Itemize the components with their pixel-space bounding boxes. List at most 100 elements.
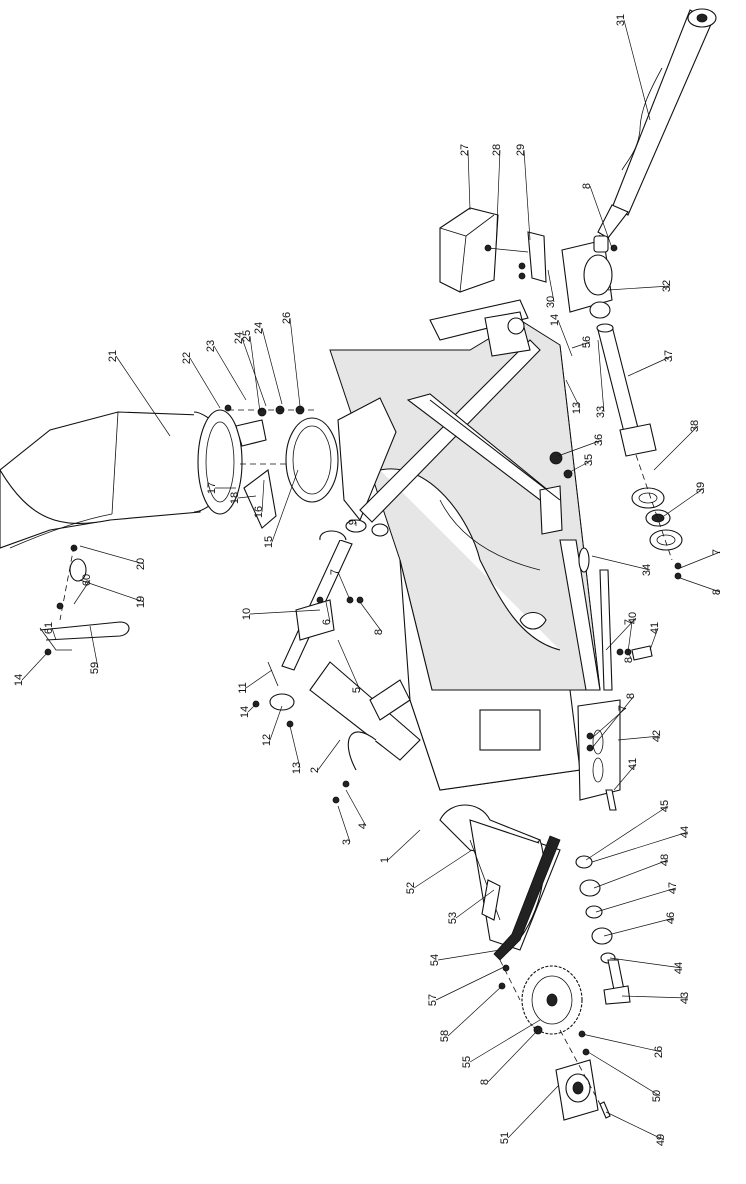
leader-line	[271, 469, 299, 543]
leader-line	[523, 149, 531, 241]
callout-18: 18	[229, 492, 257, 504]
callout-3: 3	[337, 805, 353, 845]
callout-number: 50	[651, 1090, 663, 1102]
callout-number: 8	[479, 1079, 491, 1085]
callout-number: 45	[659, 800, 671, 812]
callout-59: 59	[89, 625, 101, 674]
callout-number: 15	[263, 536, 275, 548]
leader-line	[591, 831, 689, 863]
callout-41: 41	[613, 758, 639, 791]
leader-line	[649, 627, 659, 651]
leader-line	[261, 479, 265, 513]
callout-number: 6	[321, 619, 333, 625]
callout-9: 9	[347, 519, 359, 526]
callout-number: 16	[253, 506, 265, 518]
drive-shaft	[596, 323, 657, 457]
callout-60: 60	[73, 574, 93, 605]
callout-7: 7	[329, 569, 351, 601]
left-skid	[309, 661, 421, 804]
leader-line	[591, 555, 651, 571]
leader-line	[317, 739, 341, 771]
leader-line	[189, 357, 221, 409]
leader-line	[557, 439, 603, 457]
callout-24: 24	[233, 332, 267, 407]
callout-number: 48	[659, 854, 671, 866]
leader-line	[467, 149, 471, 211]
callout-number: 34	[641, 564, 653, 576]
callout-28: 28	[491, 144, 503, 249]
leader-line	[241, 337, 267, 407]
leader-line	[21, 651, 49, 681]
callout-number: 8	[581, 183, 593, 189]
leader-line	[447, 985, 503, 1037]
callout-number: 14	[549, 314, 561, 326]
callout-number: 51	[499, 1132, 511, 1144]
callout-10: 10	[241, 608, 321, 620]
callout-number: 11	[237, 682, 249, 693]
leader-line	[437, 949, 501, 961]
callout-number: 4	[357, 823, 369, 829]
callout-30: 30	[545, 269, 557, 308]
callout-23: 23	[205, 340, 247, 401]
callout-number: 25	[241, 330, 253, 342]
callout-number: 13	[571, 402, 583, 414]
main-housing	[329, 319, 601, 791]
leader-line	[585, 805, 669, 861]
callout-number: 3	[341, 839, 353, 845]
callout-32: 32	[607, 280, 673, 292]
callout-29: 29	[515, 144, 531, 241]
leader-line	[607, 285, 671, 291]
callout-19: 19	[79, 579, 147, 608]
leader-line	[653, 425, 699, 471]
callout-7: 7	[623, 619, 635, 653]
leader-line	[627, 355, 673, 377]
leader-line	[79, 579, 145, 603]
leader-line	[663, 487, 705, 517]
callout-41: 41	[649, 622, 661, 651]
leader-line	[569, 459, 593, 473]
callout-number: 22	[181, 352, 193, 364]
callout-48: 48	[593, 854, 671, 889]
callout-13: 13	[565, 379, 583, 414]
callout-54: 54	[429, 949, 501, 966]
callout-number: 58	[439, 1030, 451, 1042]
callout-44: 44	[591, 826, 691, 863]
callout-number: 7	[623, 619, 635, 625]
bearing-set	[631, 454, 683, 580]
leader-line	[627, 651, 633, 661]
leader-line	[289, 725, 301, 769]
callout-15: 15	[263, 469, 299, 548]
callout-number: 56	[581, 336, 593, 348]
leader-line	[269, 705, 283, 741]
callout-number: 26	[281, 312, 293, 324]
callout-number: 8	[373, 629, 385, 635]
callout-number: 7	[711, 549, 723, 555]
leader-line	[337, 571, 351, 601]
crank-handle	[39, 544, 130, 656]
callout-14: 14	[549, 314, 573, 357]
callout-55: 55	[461, 1019, 541, 1068]
callout-number: 10	[241, 608, 253, 620]
callout-61: 61	[43, 622, 57, 641]
callout-number: 60	[81, 574, 93, 586]
leader-line	[627, 621, 633, 653]
callout-21: 21	[107, 350, 171, 437]
callout-1: 1	[379, 829, 421, 863]
callout-39: 39	[663, 482, 707, 517]
callout-number: 8	[711, 589, 723, 595]
chute-ring	[240, 417, 339, 503]
callout-47: 47	[595, 882, 679, 913]
callout-37: 37	[627, 350, 675, 377]
callout-16: 16	[253, 479, 265, 518]
callout-24: 24	[253, 322, 283, 405]
callout-number: 21	[107, 350, 119, 362]
callout-number: 33	[595, 406, 607, 418]
leader-line	[609, 957, 683, 969]
leader-line	[289, 317, 301, 407]
callout-25: 25	[241, 330, 261, 413]
callout-35: 35	[569, 454, 595, 473]
callout-8: 8	[679, 577, 723, 595]
leader-line	[79, 545, 145, 565]
callout-17: 17	[206, 482, 236, 494]
callout-number: 23	[205, 340, 217, 352]
